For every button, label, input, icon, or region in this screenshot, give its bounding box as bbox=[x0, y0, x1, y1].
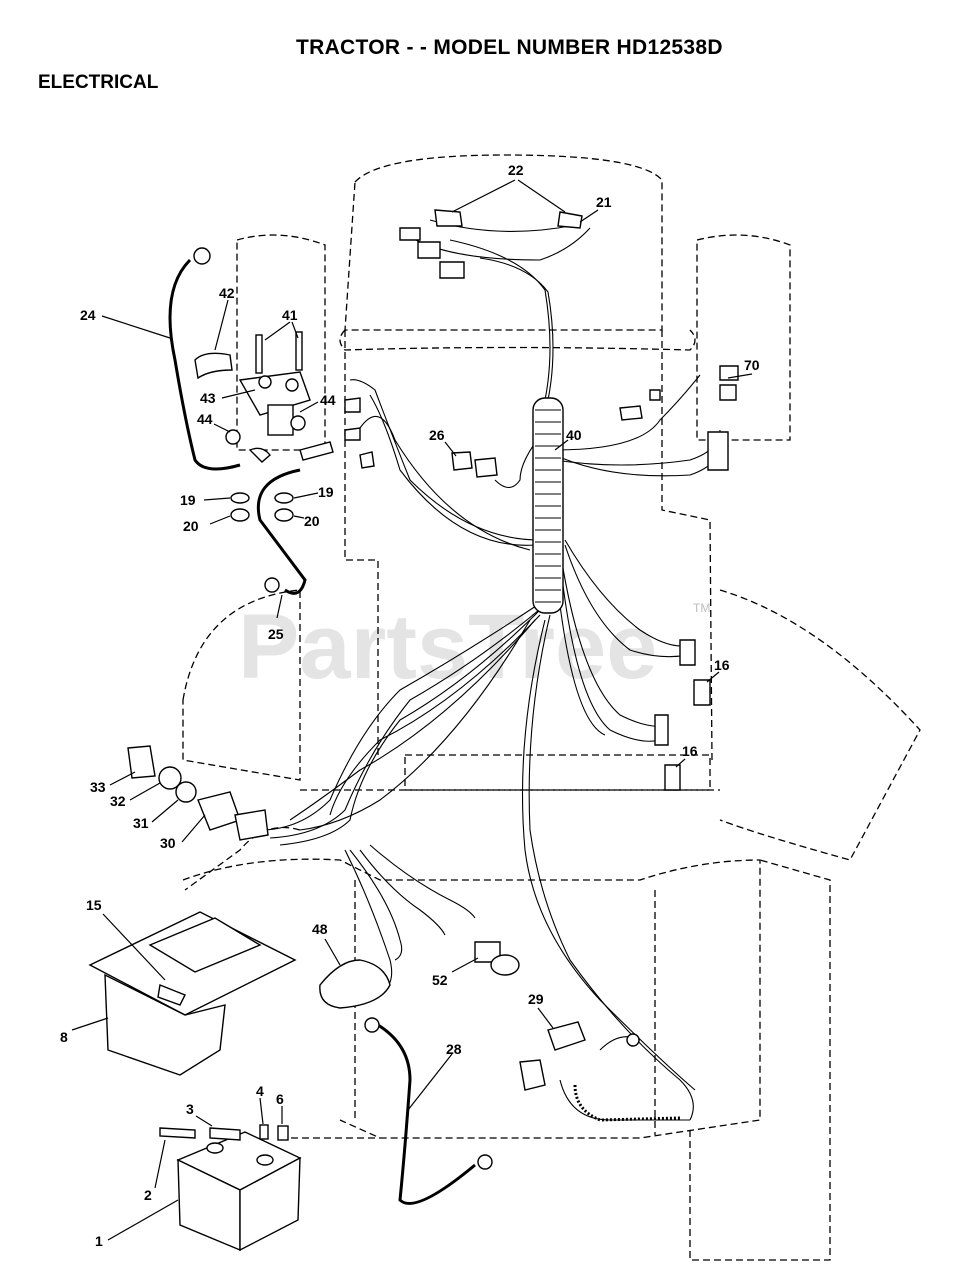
wire-loom bbox=[532, 397, 564, 614]
solenoid-assembly bbox=[168, 247, 375, 595]
callout-30: 30 bbox=[160, 835, 176, 851]
callout-3: 3 bbox=[186, 1101, 194, 1117]
callout-20-left: 20 bbox=[183, 518, 199, 534]
watermark-trademark: TM bbox=[693, 601, 710, 615]
connectors bbox=[451, 365, 739, 791]
watermark-logo: PartsTree bbox=[238, 596, 657, 698]
wiring-harness bbox=[259, 219, 726, 1121]
battery bbox=[159, 1124, 302, 1252]
callout-24: 24 bbox=[80, 307, 96, 323]
callout-19-right: 19 bbox=[318, 484, 334, 500]
accessory-parts bbox=[319, 941, 690, 1205]
callout-41: 41 bbox=[282, 307, 298, 323]
section-title: ELECTRICAL bbox=[38, 72, 159, 93]
callout-26: 26 bbox=[429, 427, 445, 443]
callout-6: 6 bbox=[276, 1091, 284, 1107]
callout-leaders bbox=[71, 179, 753, 1241]
callout-28: 28 bbox=[446, 1041, 462, 1057]
callout-29: 29 bbox=[528, 991, 544, 1007]
headlight-assembly bbox=[399, 209, 583, 279]
callout-1: 1 bbox=[95, 1233, 103, 1249]
callout-40: 40 bbox=[566, 427, 582, 443]
callout-70: 70 bbox=[744, 357, 760, 373]
callout-32: 32 bbox=[110, 793, 126, 809]
callout-42: 42 bbox=[219, 285, 235, 301]
callout-labels: 22 21 24 42 41 43 44 44 70 26 40 19 19 2… bbox=[60, 162, 760, 1249]
callout-52: 52 bbox=[432, 972, 448, 988]
callout-48: 48 bbox=[312, 921, 328, 937]
callout-25: 25 bbox=[268, 626, 284, 642]
callout-33: 33 bbox=[90, 779, 106, 795]
callout-2: 2 bbox=[144, 1187, 152, 1203]
callout-8: 8 bbox=[60, 1029, 68, 1045]
callout-21: 21 bbox=[596, 194, 612, 210]
diagram-title: TRACTOR - - MODEL NUMBER HD12538D bbox=[296, 36, 723, 59]
callout-16-lower: 16 bbox=[682, 743, 698, 759]
battery-box bbox=[88, 911, 297, 1076]
callout-19-left: 19 bbox=[180, 492, 196, 508]
callout-44-left: 44 bbox=[197, 411, 213, 427]
callout-31: 31 bbox=[133, 815, 149, 831]
callout-16-upper: 16 bbox=[714, 657, 730, 673]
callout-22: 22 bbox=[508, 162, 524, 178]
callout-44-right: 44 bbox=[320, 392, 336, 408]
callout-20-right: 20 bbox=[304, 513, 320, 529]
callout-4: 4 bbox=[256, 1083, 264, 1099]
callout-43: 43 bbox=[200, 390, 216, 406]
ignition-switch bbox=[127, 745, 269, 841]
callout-15: 15 bbox=[86, 897, 102, 913]
